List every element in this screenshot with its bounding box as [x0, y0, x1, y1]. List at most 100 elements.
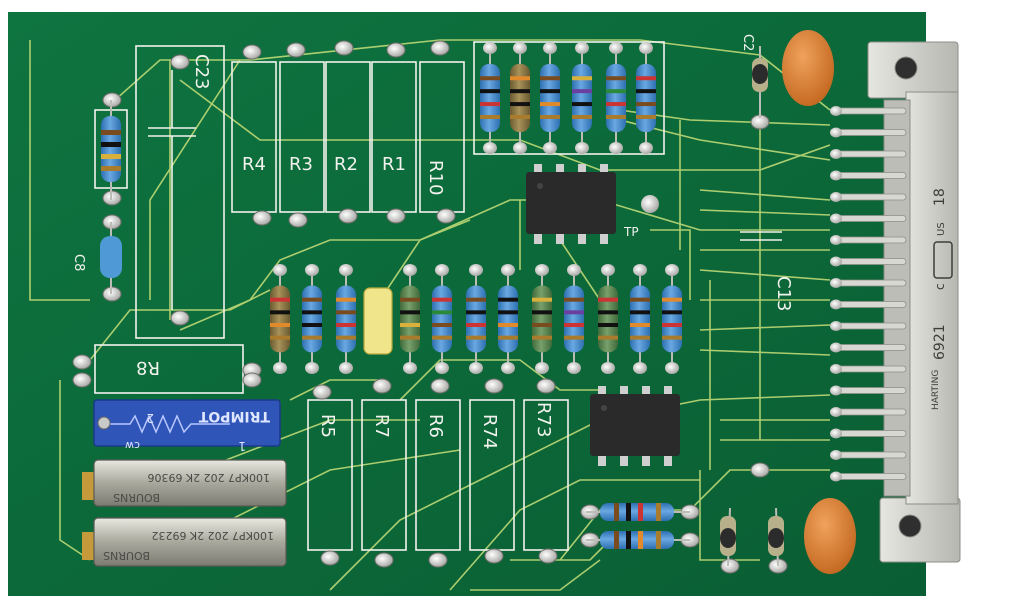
connector-part: 6921 — [932, 324, 948, 360]
resistor — [510, 42, 530, 154]
connector-pin — [831, 430, 907, 437]
resistor-body — [630, 285, 650, 353]
pot-upper-line2: BOURNS — [113, 491, 160, 504]
resistor-band — [336, 335, 356, 340]
solder-pad — [72, 354, 92, 370]
solder-pad — [305, 362, 319, 374]
label-r73: R73 — [533, 402, 554, 437]
pot-lower-line1: 100KP7 202 2K 69232 — [151, 529, 274, 542]
resistor-band — [532, 297, 552, 302]
resistor-band — [498, 335, 518, 340]
label-r4: R4 — [242, 154, 266, 175]
solder-pad — [484, 378, 504, 394]
solder-pad — [633, 362, 647, 374]
solder-pad — [273, 362, 287, 374]
resistor-body — [572, 64, 592, 132]
resistor-band — [336, 322, 356, 327]
resistor-band — [572, 76, 592, 81]
resistor-band — [540, 102, 560, 107]
resistor-body — [270, 285, 290, 353]
connector-number: 18 — [932, 188, 948, 206]
solder-pad — [830, 385, 842, 396]
resistor — [336, 264, 356, 374]
edge-connector: HARTING 6921 c US 18 — [830, 41, 961, 563]
resistor-body — [532, 285, 552, 353]
resistor-band — [270, 335, 290, 340]
solder-pad — [665, 264, 679, 276]
solder-pad — [435, 264, 449, 276]
resistor-band — [532, 310, 552, 315]
film-capacitor — [363, 287, 393, 355]
resistor-band — [630, 297, 650, 302]
resistor-band — [480, 89, 500, 94]
solder-pad — [484, 548, 504, 564]
resistor-band — [270, 297, 290, 302]
solder-pad — [830, 106, 842, 116]
silkscreen-labels: C23 R4 R3 R2 R1 R10 C8 R8 C13 R5 R7 R6 R… — [71, 34, 794, 449]
capacitor-c8 — [100, 222, 122, 294]
label-c13: C13 — [773, 276, 794, 311]
resistor-band — [400, 322, 420, 327]
resistor-band — [564, 310, 584, 315]
solder-pad — [830, 299, 842, 310]
resistor-band — [336, 310, 356, 315]
resistor-band — [480, 102, 500, 107]
resistor-band — [400, 335, 420, 340]
diode-bottom-right — [768, 507, 784, 567]
resistor-band — [662, 335, 682, 340]
solder-pad — [830, 450, 842, 460]
solder-pad — [436, 208, 456, 224]
resistor-band — [598, 310, 618, 315]
resistor-band — [636, 76, 656, 81]
solder-pad — [374, 552, 394, 568]
solder-pad — [567, 264, 581, 276]
test-point — [641, 195, 659, 213]
resistor-band — [598, 335, 618, 340]
label-c23: C23 — [191, 54, 212, 89]
trimpot-mark-2: 2 — [146, 411, 154, 425]
solder-pad — [170, 310, 190, 326]
label-r2: R2 — [334, 154, 358, 175]
connector-pin — [831, 387, 907, 394]
potentiometer-lower: 100KP7 202 2K 69232 BOURNS — [82, 517, 287, 567]
solder-pad — [430, 378, 450, 394]
resistor-body — [400, 285, 420, 353]
resistor-horizontal-upper — [586, 503, 690, 521]
solder-pad — [830, 278, 842, 288]
resistor-band — [630, 322, 650, 327]
resistor — [630, 264, 650, 374]
resistor-band — [540, 76, 560, 81]
solder-pad — [305, 264, 319, 276]
label-r1: R1 — [382, 154, 406, 175]
solder-pad — [536, 378, 556, 394]
connector-pin — [831, 408, 907, 416]
label-r5: R5 — [317, 414, 338, 438]
label-r3: R3 — [289, 154, 313, 175]
solder-pad — [830, 149, 842, 159]
solder-pad — [575, 42, 589, 54]
resistor-band — [598, 297, 618, 302]
resistor-body — [510, 64, 530, 132]
solder-pad — [535, 362, 549, 374]
resistor-body — [598, 285, 618, 353]
connector-pin — [831, 236, 907, 244]
solder-pad — [312, 384, 332, 400]
resistor — [466, 264, 486, 374]
resistor-band — [302, 322, 322, 327]
resistor-band — [302, 335, 322, 340]
potentiometer-upper: 100KP7 202 2K 69306 BOURNS — [82, 459, 287, 507]
resistor — [480, 42, 500, 154]
resistor-horizontal-lower — [586, 531, 690, 549]
resistor-body — [498, 285, 518, 353]
solder-pad — [639, 42, 653, 54]
solder-pad — [633, 264, 647, 276]
resistor-band — [432, 335, 452, 340]
label-c2: C2 — [740, 34, 755, 51]
capacitor-orange-top — [782, 30, 834, 106]
connector-ul-c: c — [933, 283, 947, 290]
resistor-band — [480, 115, 500, 119]
connector-pin — [831, 129, 907, 136]
diode-bottom-left — [720, 507, 736, 567]
ic-upper — [526, 164, 616, 244]
resistor-body — [564, 285, 584, 353]
